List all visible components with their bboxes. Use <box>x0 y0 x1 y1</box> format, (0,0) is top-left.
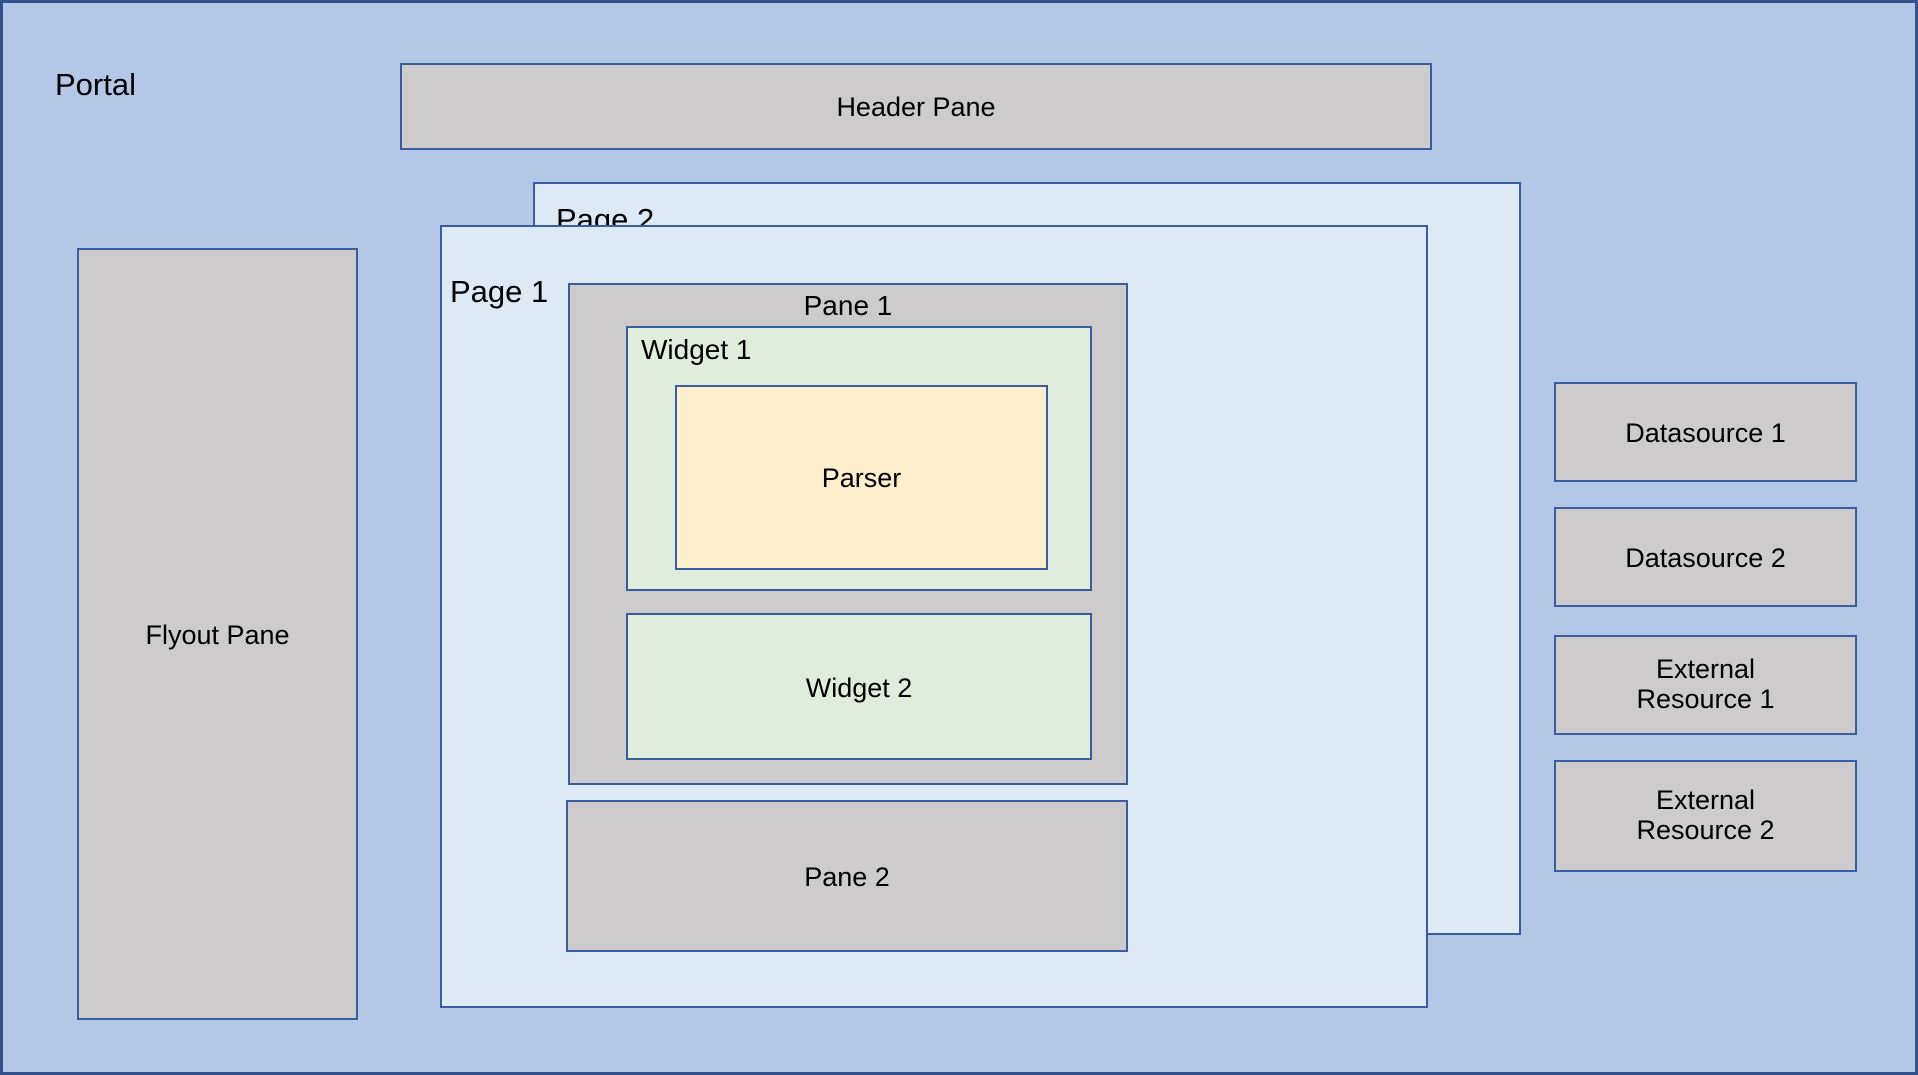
external-resource-2-box[interactable] <box>1554 760 1857 872</box>
datasource-2-box[interactable] <box>1554 507 1857 607</box>
external-resource-1-label: External Resource 1 <box>1636 654 1775 715</box>
parser-label: Parser <box>821 463 902 493</box>
pane-2-box[interactable] <box>566 800 1128 952</box>
datasource-2-label: Datasource 2 <box>1625 543 1786 573</box>
flyout-pane-box[interactable] <box>77 248 358 1020</box>
external-resource-2-label: External Resource 2 <box>1636 785 1775 846</box>
header-pane-box[interactable] <box>400 63 1432 150</box>
parser-box[interactable] <box>675 385 1048 570</box>
pane-1-label: Pane 1 <box>803 290 893 321</box>
pane-2-label: Pane 2 <box>804 862 890 892</box>
widget-1-label: Widget 1 <box>641 334 752 365</box>
header-pane-label: Header Pane <box>836 92 996 122</box>
flyout-pane-label: Flyout Pane <box>145 620 290 650</box>
page-1-label: Page 1 <box>450 274 549 309</box>
external-resource-1-box[interactable] <box>1554 635 1857 735</box>
datasource-1-box[interactable] <box>1554 382 1857 482</box>
widget-2-label: Widget 2 <box>805 673 913 703</box>
datasource-1-label: Datasource 1 <box>1625 418 1786 448</box>
widget-2-box[interactable] <box>626 613 1092 760</box>
portal-title: Portal <box>55 67 136 102</box>
